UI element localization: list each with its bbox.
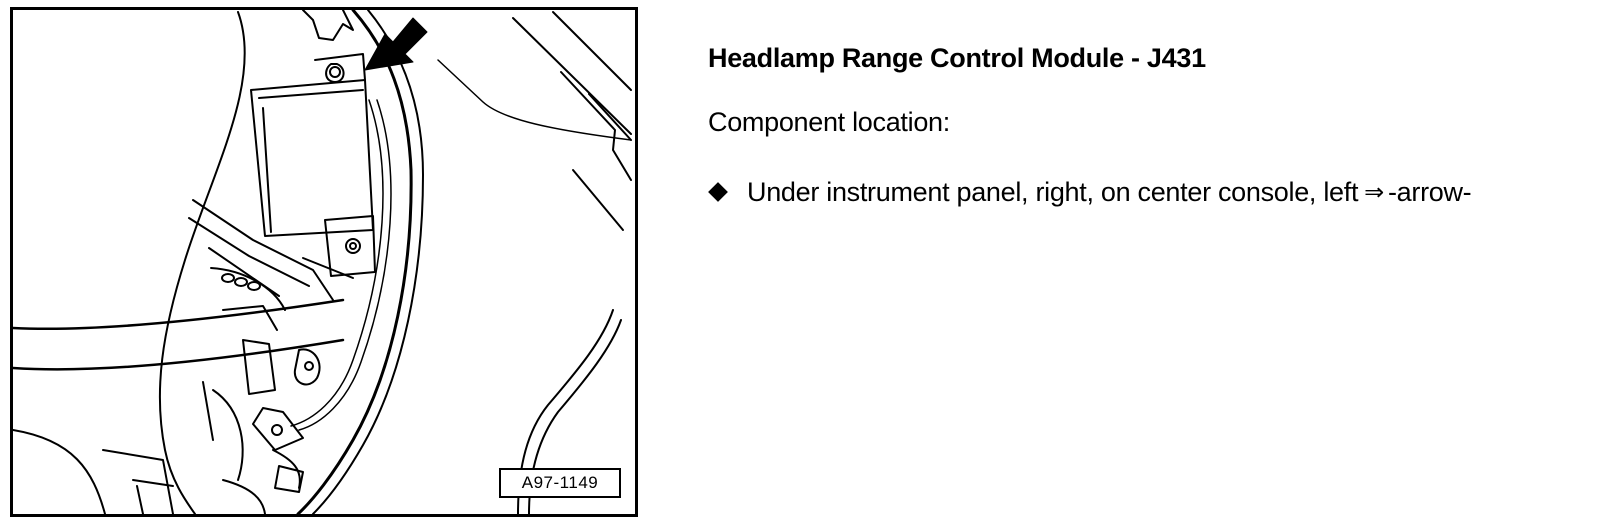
section-subtitle: Component location: bbox=[708, 107, 950, 137]
location-arrow-icon bbox=[364, 17, 428, 71]
arrow-reference-label: -arrow- bbox=[1387, 177, 1472, 207]
component-location-illustration: A97-1149 bbox=[10, 7, 638, 517]
page-title: Headlamp Range Control Module - J431 bbox=[708, 43, 1206, 73]
bullet-text: Under instrument panel, right, on center… bbox=[747, 177, 1359, 207]
diamond-bullet-icon bbox=[708, 182, 728, 202]
figure-id-label: A97-1149 bbox=[499, 468, 621, 498]
document-text: Headlamp Range Control Module - J431 Com… bbox=[708, 38, 1588, 212]
double-arrow-right-icon: ⇒ bbox=[1364, 178, 1384, 206]
dashboard-line-drawing bbox=[13, 10, 632, 514]
list-item: Under instrument panel, right, on center… bbox=[708, 172, 1588, 212]
